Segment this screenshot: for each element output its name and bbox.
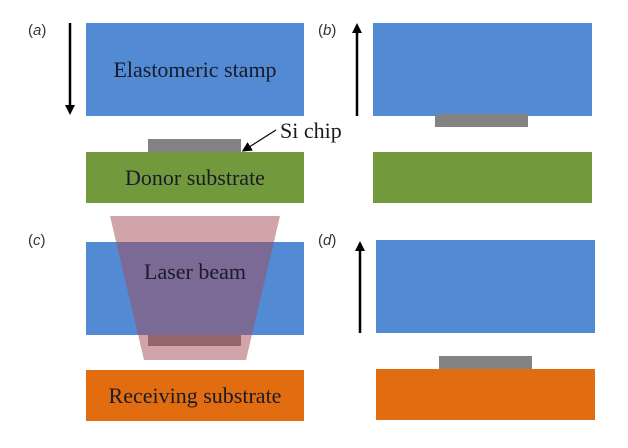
donor-substrate-label: Donor substrate [125,164,265,190]
panel-label-d: (d) [318,232,337,249]
elastomeric-stamp-b [373,23,592,116]
receiving-substrate-label: Receiving substrate [108,382,282,408]
si-chip-b [435,114,528,127]
si-chip-callout: Si chip [280,118,342,143]
receiving-substrate-d [376,369,595,420]
elastomeric-stamp-d [376,240,595,333]
stamp-label: Elastomeric stamp [113,56,277,82]
si-chip-a [148,139,241,152]
elastomeric-stamp-a: Elastomeric stamp [86,23,304,116]
callout-arrow-icon [241,129,277,152]
laser-beam-shape [110,216,280,360]
panel-label-b: (b) [318,22,337,39]
donor-substrate-b [373,152,592,203]
donor-substrate-a: Donor substrate [86,152,304,203]
panel-label-a: (a) [28,22,47,39]
laser-beam-label: Laser beam [144,259,246,284]
si-chip-d [439,356,532,369]
receiving-substrate-c: Receiving substrate [86,370,304,421]
panel-label-c: (c) [28,232,46,249]
